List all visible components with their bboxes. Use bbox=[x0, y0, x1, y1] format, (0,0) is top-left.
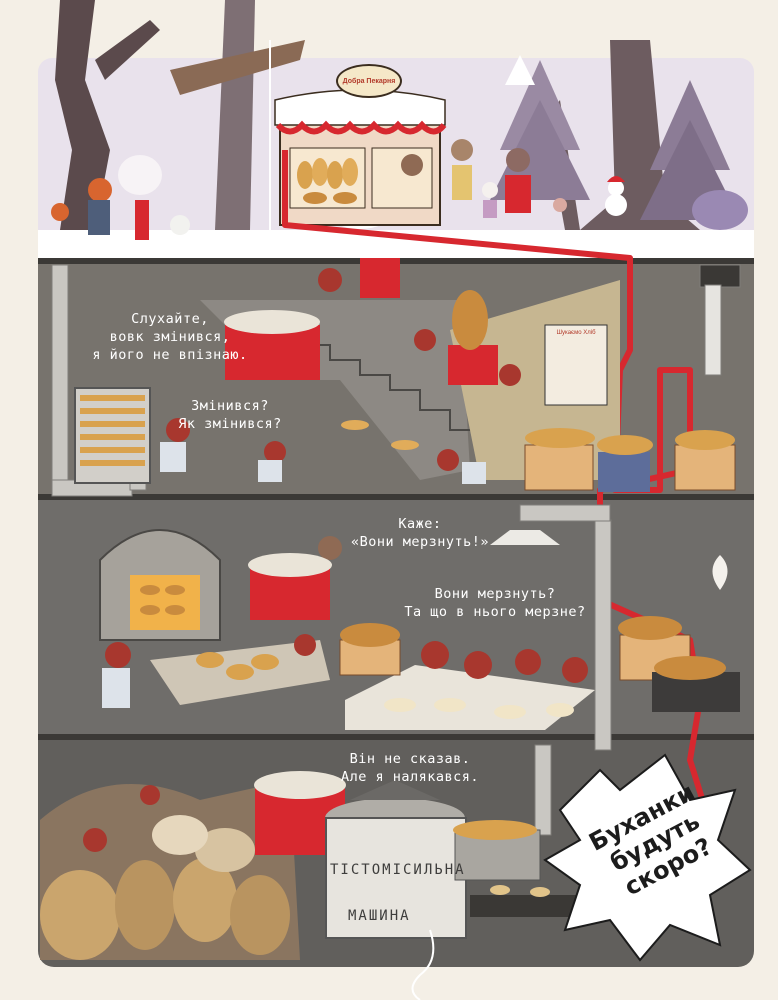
floor-divider bbox=[38, 494, 754, 500]
mixer-label-line1: ТІСТОМІСИЛЬНА bbox=[330, 862, 466, 878]
oven bbox=[99, 529, 560, 641]
caption-how-changed: Змінився? Як змінився? bbox=[178, 398, 282, 432]
power-cable bbox=[411, 929, 435, 1000]
dough-table bbox=[150, 640, 595, 730]
bakers-level-2 bbox=[102, 536, 588, 708]
floor-divider bbox=[38, 734, 754, 740]
bread-baskets bbox=[224, 258, 736, 492]
caption-says: Каже: «Вони мерзнуть!» bbox=[350, 516, 490, 550]
surface-characters bbox=[51, 139, 567, 240]
bakers-level-1 bbox=[160, 268, 521, 484]
bread-rack bbox=[74, 387, 151, 484]
bakery-sign: Добра Пекарня bbox=[336, 64, 402, 98]
mixer-label-line2: МАШИНА bbox=[348, 908, 411, 924]
caption-wolf-changed: Слухайте, вовк змінився, я його не впізн… bbox=[92, 311, 248, 363]
baskets-level-2 bbox=[248, 553, 740, 712]
speech-burst bbox=[543, 753, 752, 962]
pipes bbox=[51, 264, 741, 836]
caption-didnt-say: Він не сказав. Але я налякався. bbox=[340, 751, 480, 785]
poster-label: Шукаємо Хліб bbox=[556, 330, 596, 336]
poster bbox=[544, 324, 608, 406]
caption-they-freeze: Вони мерзнуть? Та що в нього мерзне? bbox=[404, 586, 586, 620]
sacks bbox=[40, 780, 300, 960]
tree-trunks bbox=[55, 0, 700, 230]
dough-mixer bbox=[325, 780, 620, 939]
bread-display bbox=[297, 158, 358, 204]
hanging-basket-level-3 bbox=[254, 771, 346, 855]
